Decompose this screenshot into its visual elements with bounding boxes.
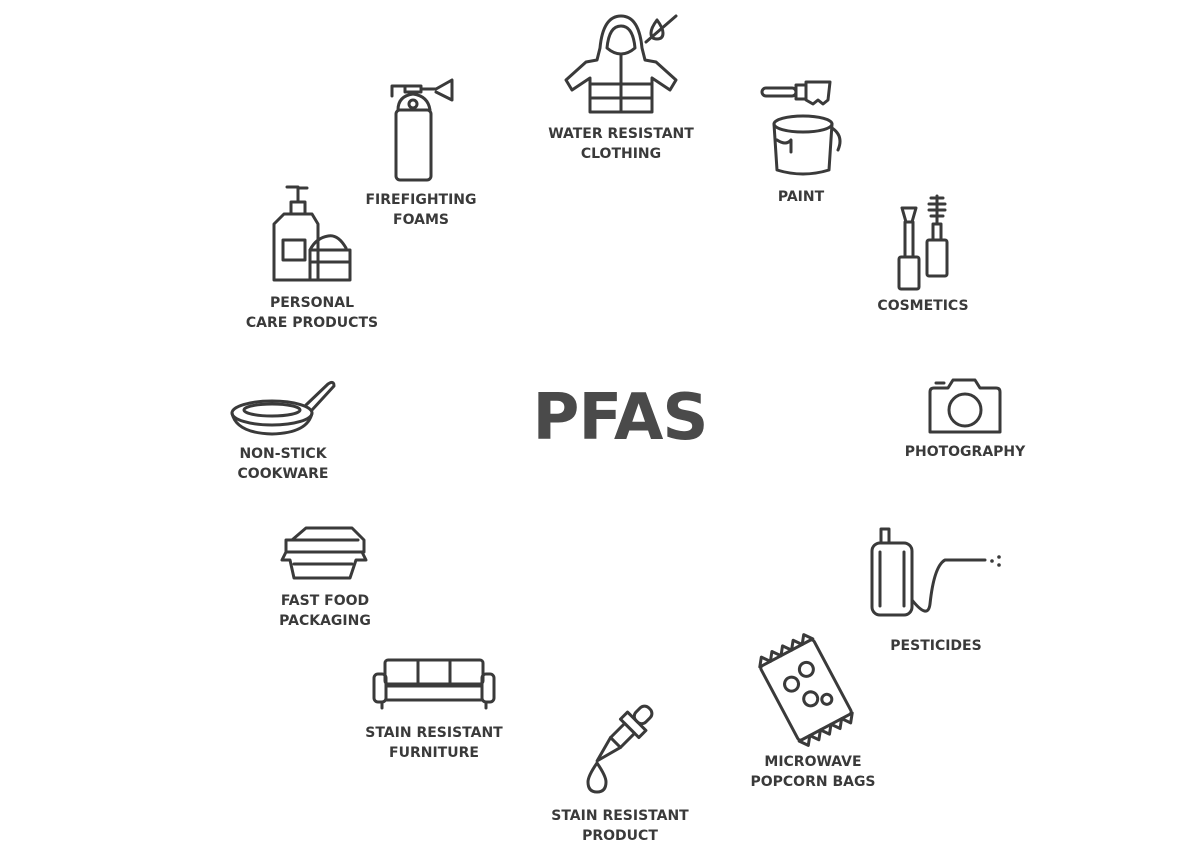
sofa-icon <box>372 658 496 710</box>
sprayer-icon <box>870 527 1001 617</box>
camera-icon <box>928 378 1002 434</box>
label-photography: PHOTOGRAPHY <box>904 444 1026 460</box>
fire-extinguisher-icon <box>390 78 454 182</box>
frying-pan-icon <box>230 380 336 436</box>
food-container-icon <box>280 526 368 580</box>
lotion-bottle-icon <box>272 185 352 282</box>
dropper-icon <box>586 704 654 794</box>
label-paint: PAINT <box>777 189 825 205</box>
label-pesticides: PESTICIDES <box>890 638 982 654</box>
cosmetics-icon <box>897 194 949 291</box>
label-cosmetics: COSMETICS <box>877 298 969 314</box>
popcorn-bag-icon <box>758 633 854 747</box>
page-title: PFAS <box>532 381 709 455</box>
jacket-icon <box>564 14 678 114</box>
paint-can-icon <box>760 80 842 176</box>
